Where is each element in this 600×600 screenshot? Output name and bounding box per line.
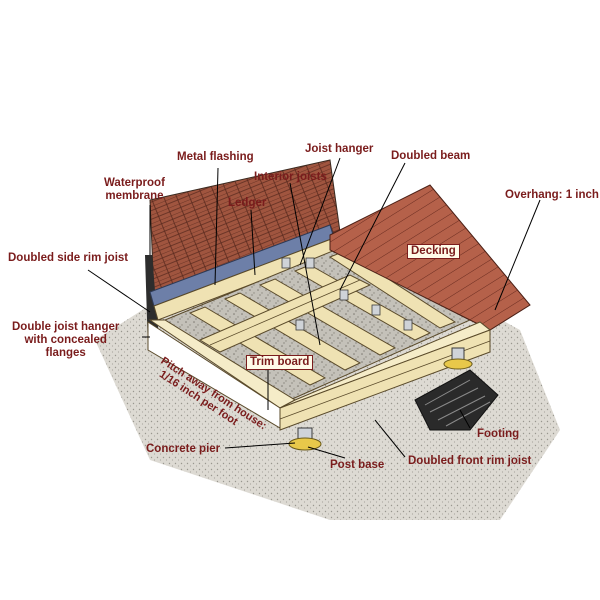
label-decking: Decking	[407, 244, 460, 259]
label-joist-hanger: Joist hanger	[305, 143, 374, 155]
label-waterproof-line2: membrane	[105, 190, 164, 202]
label-double-joist-hanger-line3: flanges	[45, 347, 86, 359]
label-post-base: Post base	[330, 459, 385, 471]
label-concrete-pier: Concrete pier	[146, 443, 221, 455]
label-double-joist-hanger: Double joist hanger with concealed flang…	[12, 321, 119, 360]
label-ledger: Ledger	[228, 197, 267, 209]
label-doubled-side-rim-joist: Doubled side rim joist	[8, 252, 129, 264]
label-footing: Footing	[477, 428, 520, 440]
label-double-joist-hanger-line2: with concealed	[24, 334, 107, 346]
label-interior-joists: Interior joists	[254, 171, 327, 183]
label-waterproof-line1: Waterproof	[104, 177, 165, 189]
label-doubled-beam: Doubled beam	[391, 150, 471, 162]
label-trim-board: Trim board	[246, 355, 314, 370]
footing-shape	[414, 369, 499, 431]
label-overhang: Overhang: 1 inch	[505, 189, 599, 201]
label-doubled-front-rim-joist: Doubled front rim joist	[408, 455, 532, 467]
label-waterproof-membrane: Waterproof membrane	[104, 177, 165, 203]
label-double-joist-hanger-line1: Double joist hanger	[12, 321, 120, 333]
label-metal-flashing: Metal flashing	[177, 151, 254, 163]
